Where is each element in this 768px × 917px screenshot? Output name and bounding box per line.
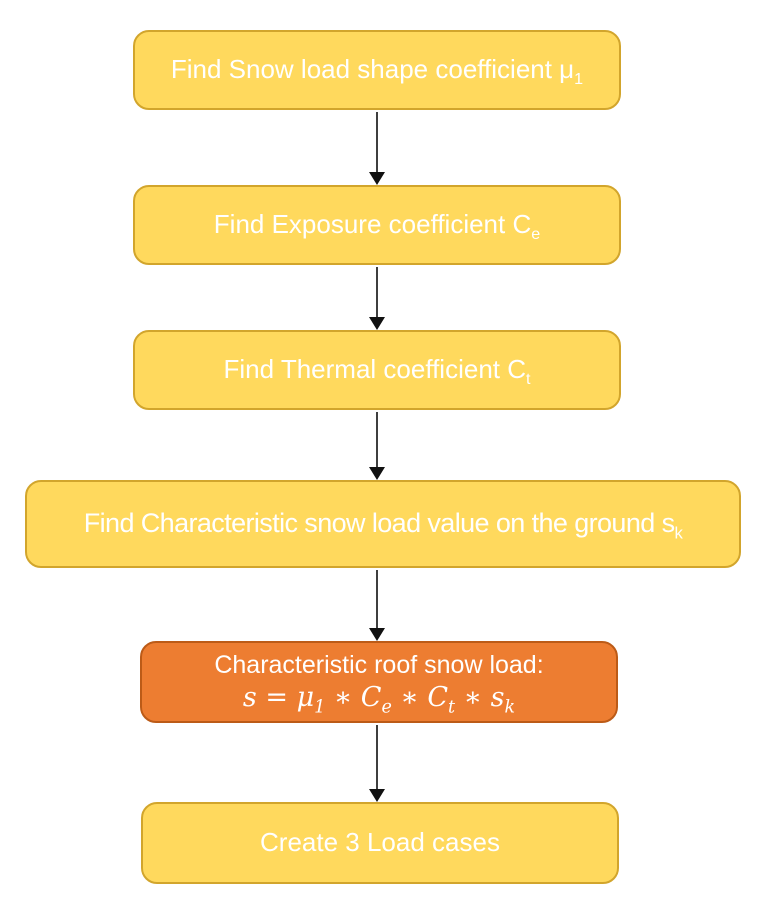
node-thermal-coefficient: Find Thermal coefficient Ct bbox=[133, 330, 621, 410]
node-create-load-cases: Create 3 Load cases bbox=[141, 802, 619, 884]
arrow-stem bbox=[376, 112, 378, 172]
subscript: t bbox=[526, 370, 531, 389]
node-label: Find Characteristic snow load value on t… bbox=[83, 508, 683, 543]
arrow-step4-to-step5 bbox=[369, 570, 385, 641]
arrow-stem bbox=[376, 570, 378, 628]
arrow-step5-to-step6 bbox=[369, 725, 385, 802]
subscript: k bbox=[674, 523, 683, 543]
arrow-head-icon bbox=[369, 467, 385, 480]
arrow-head-icon bbox=[369, 317, 385, 330]
node-characteristic-roof-snow-load-result: Characteristic roof snow load: s = μ1 ∗ … bbox=[140, 641, 618, 723]
arrow-stem bbox=[376, 412, 378, 467]
arrow-head-icon bbox=[369, 789, 385, 802]
node-characteristic-ground-snow-load: Find Characteristic snow load value on t… bbox=[25, 480, 741, 568]
arrow-step3-to-step4 bbox=[369, 412, 385, 480]
subscript: k bbox=[504, 697, 516, 718]
subscript: 1 bbox=[574, 70, 584, 89]
node-label: Create 3 Load cases bbox=[260, 827, 500, 858]
node-label: Characteristic roof snow load: bbox=[214, 650, 544, 679]
subscript: e bbox=[381, 697, 392, 718]
arrow-head-icon bbox=[369, 628, 385, 641]
node-snow-load-shape-coefficient: Find Snow load shape coefficient μ1 bbox=[133, 30, 621, 110]
arrow-head-icon bbox=[369, 172, 385, 185]
node-label: Find Snow load shape coefficient μ1 bbox=[170, 54, 584, 89]
subscript: 1 bbox=[314, 697, 326, 718]
subscript: t bbox=[448, 697, 456, 718]
node-exposure-coefficient: Find Exposure coefficient Ce bbox=[133, 185, 621, 265]
arrow-step2-to-step3 bbox=[369, 267, 385, 330]
subscript: e bbox=[531, 225, 541, 244]
arrow-stem bbox=[376, 725, 378, 789]
node-label: Find Thermal coefficient Ct bbox=[223, 354, 531, 389]
arrow-step1-to-step2 bbox=[369, 112, 385, 185]
roof-snow-load-formula: s = μ1 ∗ Ce ∗ Ct ∗ sk bbox=[242, 682, 516, 718]
node-label: Find Exposure coefficient Ce bbox=[213, 209, 541, 244]
arrow-stem bbox=[376, 267, 378, 317]
